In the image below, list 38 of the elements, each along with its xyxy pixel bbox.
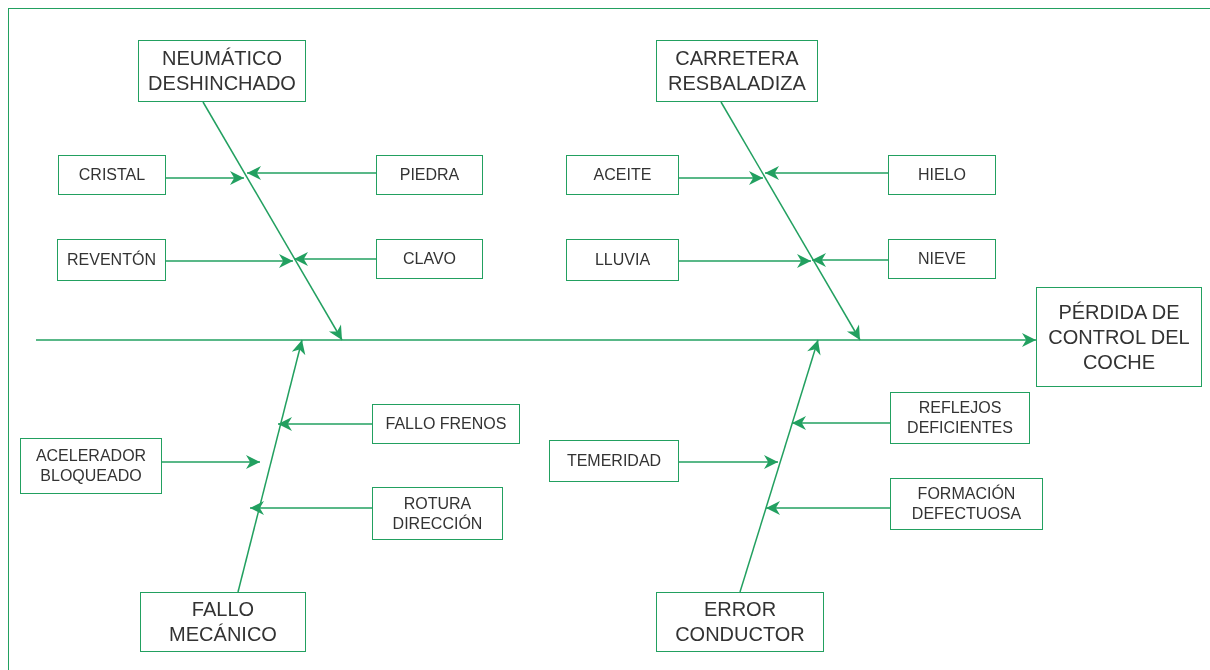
cause-box: CLAVO (376, 239, 483, 279)
arrow (249, 501, 373, 515)
cause-box: REVENTÓN (57, 239, 166, 281)
category-box: CARRETERA RESBALADIZA (656, 40, 818, 102)
cause-box: ACEITE (566, 155, 679, 195)
effect-box: PÉRDIDA DE CONTROL DEL COCHE (1036, 287, 1202, 387)
category-box: NEUMÁTICO DESHINCHADO (138, 40, 306, 102)
arrow (35, 333, 1037, 347)
cause-box: CRISTAL (58, 155, 166, 195)
arrow (165, 254, 294, 268)
arrow (237, 339, 306, 593)
arrow (678, 171, 764, 185)
arrow (165, 171, 245, 185)
arrow (720, 101, 861, 341)
cause-box: FORMACIÓN DEFECTUOSA (890, 478, 1043, 530)
cause-box: FALLO FRENOS (372, 404, 520, 444)
arrow (246, 166, 377, 180)
arrow (764, 166, 889, 180)
cause-box: ROTURA DIRECCIÓN (372, 487, 503, 540)
cause-box: NIEVE (888, 239, 996, 279)
arrow (678, 455, 779, 469)
cause-box: LLUVIA (566, 239, 679, 281)
arrow (765, 501, 891, 515)
arrow (202, 101, 343, 341)
arrow (678, 254, 812, 268)
arrow (277, 417, 373, 431)
category-box: ERROR CONDUCTOR (656, 592, 824, 652)
cause-box: PIEDRA (376, 155, 483, 195)
cause-box: HIELO (888, 155, 996, 195)
cause-box: ACELERADOR BLOQUEADO (20, 438, 162, 494)
arrow (791, 416, 891, 430)
arrow (293, 252, 377, 266)
arrow (739, 339, 821, 593)
cause-box: TEMERIDAD (549, 440, 679, 482)
arrow (811, 253, 889, 267)
cause-box: REFLEJOS DEFICIENTES (890, 392, 1030, 444)
arrow (161, 455, 261, 469)
category-box: FALLO MECÁNICO (140, 592, 306, 652)
